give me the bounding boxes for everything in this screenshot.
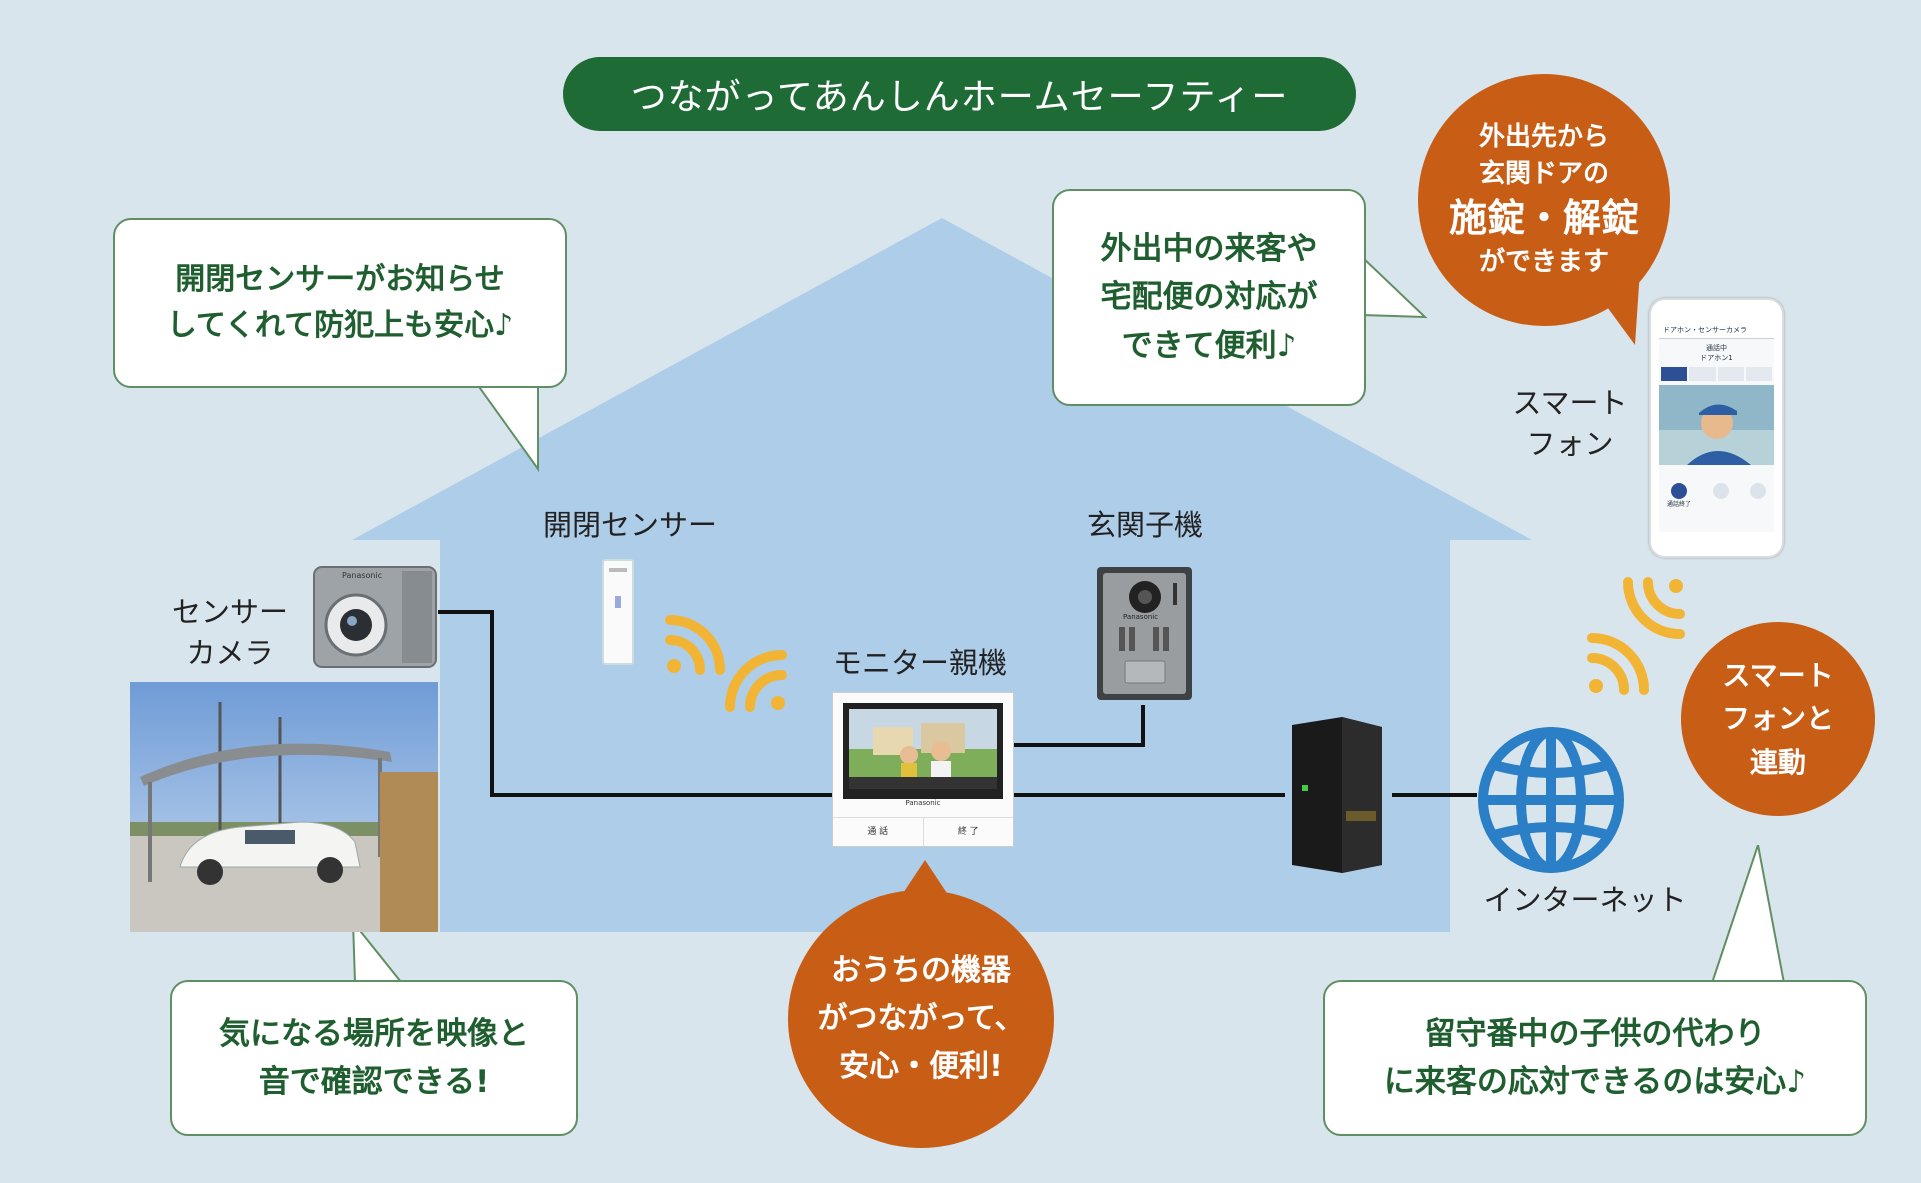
- bubble-line: してくれて防犯上も安心♪: [166, 308, 514, 343]
- carport-photo: [130, 682, 438, 932]
- camera-brand: Panasonic: [342, 571, 383, 580]
- bubble-sensor-notice: 開閉センサーがお知らせ してくれて防犯上も安心♪: [113, 218, 567, 388]
- link-line: スマート: [1722, 658, 1834, 692]
- phone-caller: ドアホン1: [1700, 354, 1733, 362]
- bubble-line: に来客の応対できるのは安心♪: [1383, 1064, 1807, 1100]
- monitor-talk-button[interactable]: 通 話: [833, 818, 924, 846]
- doorbell-brand: Panasonic: [1123, 613, 1159, 621]
- sensor-camera-device: Panasonic: [312, 565, 438, 671]
- bubble-line: 音で確認できる!: [258, 1064, 490, 1100]
- bubble-check-video: 気になる場所を映像と 音で確認できる!: [170, 980, 578, 1136]
- wifi-icon: [665, 615, 725, 675]
- bubble-line: できて便利♪: [1121, 327, 1297, 364]
- phone-lock-button[interactable]: [1712, 483, 1729, 499]
- bubble-line: 外出中の来客や: [1100, 231, 1318, 268]
- label-entrance-unit: 玄関子機: [1086, 508, 1203, 542]
- phone-end-call-label: 通話終了: [1667, 501, 1692, 508]
- label-line: センサー: [171, 595, 288, 629]
- label-line: スマート: [1512, 386, 1628, 420]
- lock-line: ができます: [1478, 246, 1609, 277]
- globe-icon: [1478, 727, 1624, 873]
- lock-line: 玄関ドアの: [1478, 159, 1609, 190]
- monitor-master-device: Panasonic 通 話 終 了: [832, 692, 1014, 847]
- label-monitor-master: モニター親機: [832, 646, 1007, 680]
- label-line: カメラ: [186, 635, 274, 670]
- page-title: つながってあんしんホームセーフティー: [563, 57, 1356, 131]
- bubble-tail-child: [1710, 845, 1786, 984]
- label-internet: インターネット: [1483, 883, 1687, 917]
- phone-app-header: ドアホン・センサーカメラ: [1659, 322, 1774, 339]
- orange-bubble-devices: おうちの機器 がつながって、 安心・便利!: [788, 890, 1054, 1148]
- devices-line: おうちの機器: [831, 953, 1011, 988]
- label-door-sensor: 開閉センサー: [542, 508, 717, 542]
- bubble-line: 気になる場所を映像と: [219, 1015, 529, 1052]
- smartphone-device: ドアホン・センサーカメラ 通話中 ドアホン1 通話終了: [1649, 298, 1784, 558]
- phone-unlock-button[interactable]: [1749, 483, 1766, 499]
- bubble-tail-sensor: [470, 375, 539, 473]
- label-sensor-camera: センサー カメラ: [160, 592, 300, 673]
- label-line: フォン: [1526, 426, 1614, 461]
- orange-bubble-lock: 外出先から 玄関ドアの 施錠・解錠 ができます: [1418, 74, 1670, 326]
- bubble-tail-visitor: [1360, 255, 1428, 319]
- bubble-child-proxy: 留守番中の子供の代わり に来客の応対できるのは安心♪: [1323, 980, 1867, 1136]
- bubble-line: 留守番中の子供の代わり: [1424, 1015, 1766, 1052]
- wifi-icon: [1587, 633, 1649, 695]
- wifi-icon: [1623, 577, 1685, 639]
- monitor-brand: Panasonic: [905, 799, 941, 807]
- phone-video-feed: [1659, 385, 1774, 465]
- phone-end-call-button[interactable]: 通話終了: [1667, 483, 1691, 508]
- phone-status: 通話中: [1706, 344, 1727, 352]
- router-device: [1292, 717, 1382, 873]
- wiring-lines: [438, 610, 1477, 797]
- monitor-end-button[interactable]: 終 了: [957, 827, 979, 837]
- bubble-tail-video: [351, 922, 403, 982]
- bubble-line: 宅配便の対応が: [1100, 279, 1318, 316]
- label-smartphone: スマート フォン: [1500, 383, 1640, 464]
- link-line: 連動: [1749, 745, 1806, 779]
- lock-line: 外出先から: [1478, 121, 1609, 152]
- link-line: フォンと: [1721, 702, 1834, 736]
- devices-line: がつながって、: [817, 1001, 1025, 1036]
- door-sensor-device: [602, 559, 634, 665]
- lock-emphasis: 施錠・解錠: [1448, 196, 1639, 241]
- wifi-icon: [725, 650, 787, 712]
- entrance-unit-device: Panasonic: [1095, 565, 1194, 702]
- bubble-line: 開閉センサーがお知らせ: [175, 261, 505, 297]
- devices-line: 安心・便利!: [839, 1049, 1003, 1084]
- bubble-away-visitor: 外出中の来客や 宅配便の対応が できて便利♪: [1052, 189, 1366, 406]
- orange-bubble-smartphone-link: スマート フォンと 連動: [1681, 622, 1875, 816]
